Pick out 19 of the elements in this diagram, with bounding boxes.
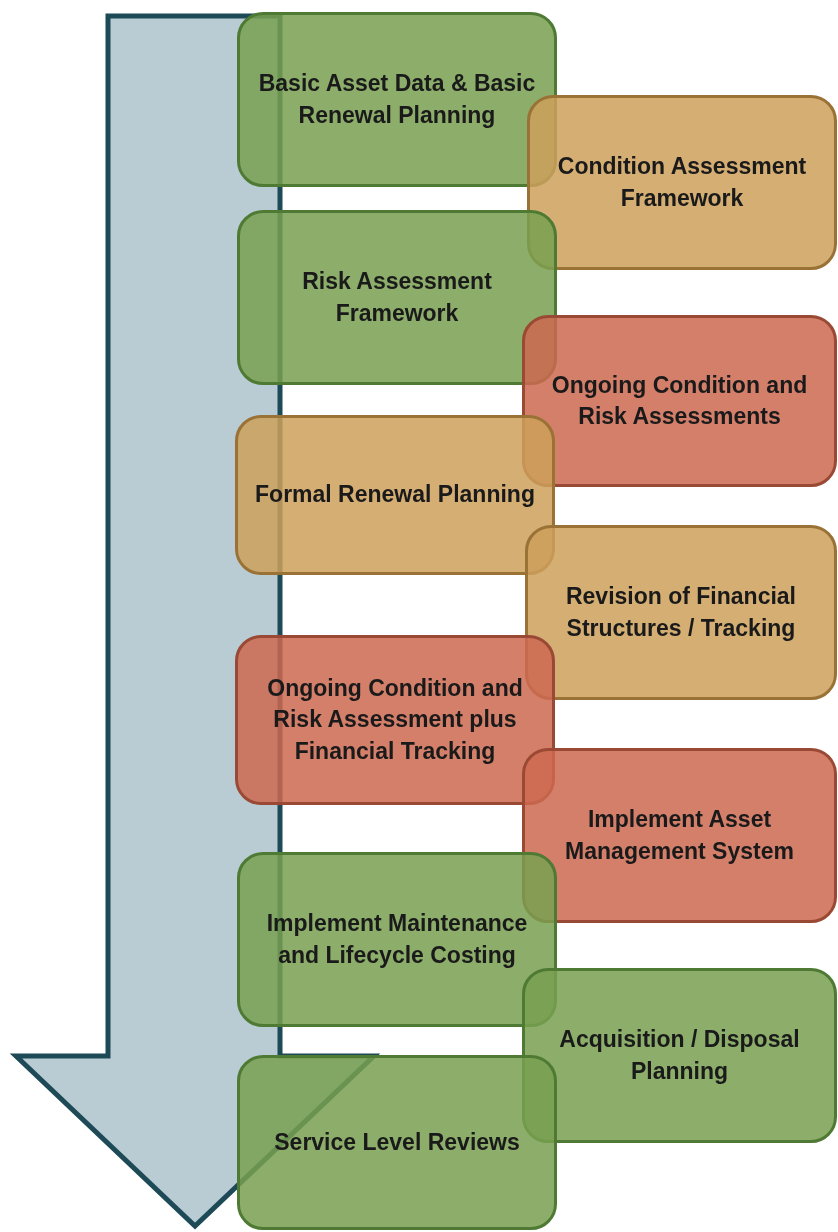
step-box bbox=[525, 525, 837, 700]
step-box bbox=[237, 12, 557, 187]
step-box bbox=[235, 415, 555, 575]
step-label: Acquisition / Disposal Planning bbox=[558, 1025, 801, 1086]
step-label: Implement Asset Management System bbox=[564, 805, 795, 866]
step-label: Service Level Reviews bbox=[274, 1127, 520, 1157]
step-label: Condition Assessment Framework bbox=[556, 152, 808, 213]
step-label: Revision of Financial Structures / Tracking bbox=[564, 582, 797, 643]
step-label: Basic Asset Data & Basic Renewal Planning bbox=[257, 69, 537, 130]
step-label: Formal Renewal Planning bbox=[255, 480, 535, 510]
step-box bbox=[237, 1055, 557, 1230]
step-label: Risk Assessment Framework bbox=[301, 267, 493, 328]
step-box bbox=[235, 635, 555, 805]
step-box bbox=[527, 95, 837, 270]
step-label: Ongoing Condition and Risk Assessments bbox=[550, 370, 809, 431]
step-box bbox=[237, 852, 557, 1027]
step-box bbox=[522, 968, 837, 1143]
step-label: Implement Maintenance and Lifecycle Costing bbox=[265, 909, 529, 970]
step-label: Ongoing Condition and Risk Assessment plus Financial Tracking bbox=[266, 674, 524, 766]
